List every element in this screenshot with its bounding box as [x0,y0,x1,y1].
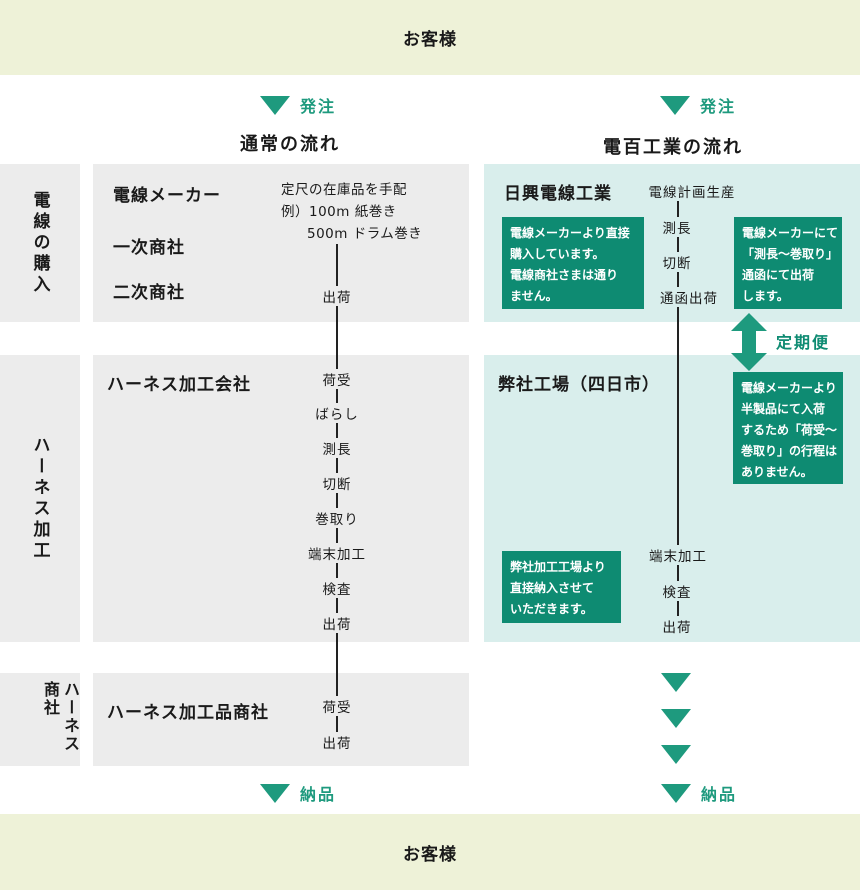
row-label-purchase: 電線の購入 [0,164,80,322]
normal-secondary-trader-title: 二次商社 [113,283,185,303]
normal-harness-title: ハーネス加工会社 [107,375,251,395]
row-label-harness: ハーネス加工 [0,355,80,642]
dennyaku-step-2: 切断 [650,252,704,272]
bottom-customer-label: お客様 [403,844,457,865]
down-triangle-icon [661,745,691,764]
note-line: 巻取り」の行程は [741,444,838,458]
note-line: します。 [742,289,789,303]
top-customer-label: お客様 [403,30,457,50]
normal-harness-step-7: 出荷 [296,613,378,633]
dennyaku-step-0: 電線計画生産 [642,181,742,201]
note-line: 通函にて出荷 [742,268,815,282]
down-triangle-icon [260,95,290,115]
dennyaku-flow-heading: 電百工業の流れ [603,137,743,158]
normal-flow-heading: 通常の流れ [240,134,340,155]
delivery-label-normal: 納品 [300,785,337,804]
order-arrow-normal: 発注 [260,93,336,117]
dennyaku-harness-step-1: 検査 [650,581,704,601]
normal-harness-step-3: 切断 [296,473,378,493]
bottom-customer-band: お客様 [0,814,860,890]
double-arrow-icon [731,313,767,371]
order-label-normal: 発注 [300,97,337,116]
note-line: 弊社加工工場より [510,560,606,574]
note-line: 電線メーカーより [741,381,837,395]
note-line: 直接納入させて [510,581,595,595]
down-triangle-icon [661,673,691,692]
dennyaku-step-3: 通函出荷 [654,287,724,307]
down-triangle-icon [660,95,690,115]
dennyaku-semi-finished-note: 電線メーカーより 半製品にて入荷 するため「荷受〜 巻取り」の行程は ありません… [733,372,843,484]
normal-harness-step-1: ばらし [296,403,378,423]
normal-harness-step-0: 荷受 [296,369,378,389]
down-triangle-icon [260,783,290,803]
normal-stock-note-1: 定尺の在庫品を手配 [281,182,407,198]
normal-primary-trader-title: 一次商社 [113,238,185,258]
normal-trader-title: ハーネス加工品商社 [107,703,269,723]
order-arrow-dennyaku: 発注 [660,93,736,117]
row-label-trader: ハーネス商社 [0,673,80,766]
normal-harness-box: ハーネス加工会社 [93,355,469,642]
order-label-dennyaku: 発注 [700,97,737,116]
dennyaku-harness-step-0: 端末加工 [638,545,718,565]
note-line: 電線メーカーにて [742,226,839,240]
normal-harness-step-2: 測長 [296,438,378,458]
dennyaku-direct-purchase-note: 電線メーカーより直接 購入しています。 電線商社さまは通り ません。 [502,217,644,309]
delivery-arrow-dennyaku: 納品 [661,781,737,805]
regular-delivery-label: 定期便 [776,333,831,352]
note-line: いただきます。 [510,602,593,616]
normal-harness-step-6: 検査 [296,578,378,598]
normal-trader-step-1: 出荷 [296,732,378,752]
normal-trader-step-0: 荷受 [296,696,378,716]
note-line: ません。 [510,289,558,303]
dennyaku-maker-cut-note: 電線メーカーにて 「測長〜巻取り」 通函にて出荷 します。 [734,217,842,309]
normal-maker-title: 電線メーカー [113,186,221,206]
dennyaku-step-1: 測長 [650,217,704,237]
row-label-trader-text: ハーネス商社 [41,681,80,753]
normal-step-ship: 出荷 [296,286,378,306]
note-line: 半製品にて入荷 [741,402,826,416]
normal-trader-box: ハーネス加工品商社 [93,673,469,766]
normal-harness-step-5: 端末加工 [296,543,378,563]
delivery-arrow-normal: 納品 [260,781,336,805]
note-line: ありません。 [741,465,813,479]
dennyaku-harness-line [677,310,679,546]
note-line: するため「荷受〜 [741,423,838,437]
dennyaku-supplier-title: 日興電線工業 [504,184,612,204]
note-line: 購入しています。 [510,247,605,261]
note-line: 「測長〜巻取り」 [742,247,839,261]
normal-stock-note-2: 例）100m 紙巻き [281,204,397,220]
dennyaku-factory-title: 弊社工場（四日市） [498,375,660,395]
normal-purchase-box: 電線メーカー 一次商社 二次商社 定尺の在庫品を手配 例）100m 紙巻き 50… [93,164,469,322]
down-triangle-icon [661,783,691,803]
top-customer-band: お客様 [0,0,860,75]
note-line: 電線メーカーより直接 [510,226,630,240]
delivery-label-dennyaku: 納品 [701,785,738,804]
note-line: 電線商社さまは通り [510,268,619,282]
dennyaku-harness-step-2: 出荷 [650,616,704,636]
down-triangle-icon [661,709,691,728]
normal-stock-note-3: 500m ドラム巻き [307,226,423,242]
normal-harness-step-4: 巻取り [296,508,378,528]
dennyaku-direct-delivery-note: 弊社加工工場より 直接納入させて いただきます。 [502,551,621,623]
